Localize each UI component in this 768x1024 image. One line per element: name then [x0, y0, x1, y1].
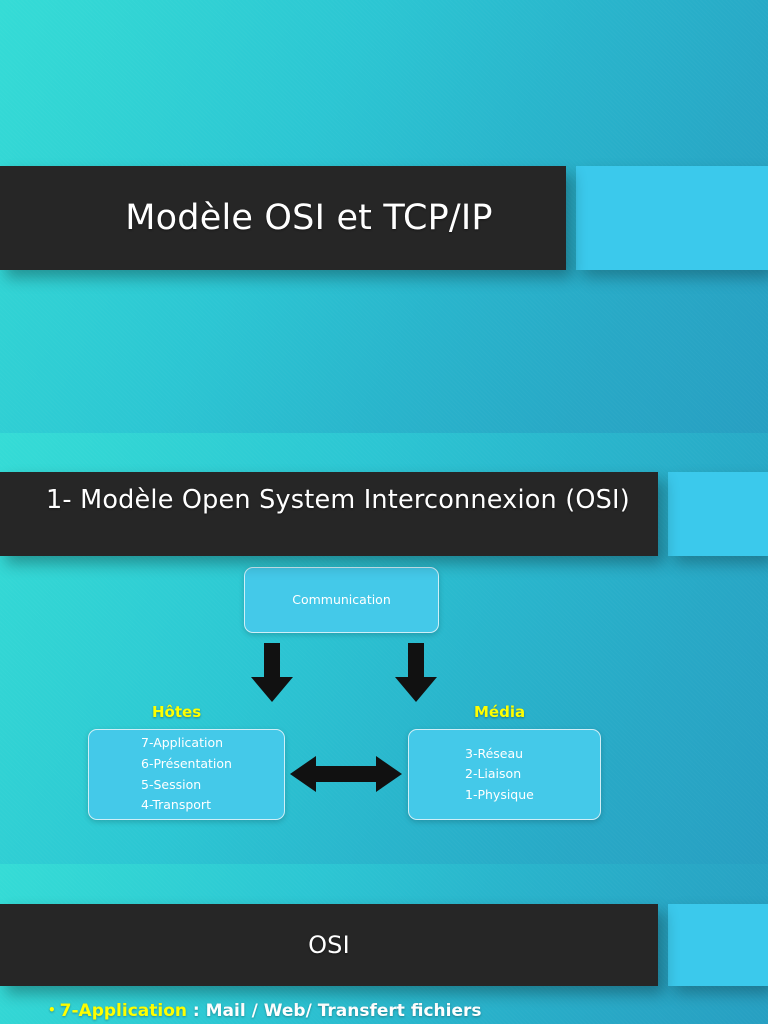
slide-title: Modèle OSI et TCP/IP: [0, 0, 768, 433]
osi-heading-banner: OSI: [0, 904, 658, 986]
bullet-description: : Mail / Web/ Transfert fichiers: [187, 1001, 482, 1021]
accent-block-1: [576, 166, 768, 270]
list-item: •7-Application : Mail / Web/ Transfert f…: [48, 1001, 482, 1021]
arrow-down-icon: [251, 643, 293, 702]
layer-item: 1-Physique: [465, 786, 534, 802]
layer-item: 2-Liaison: [465, 766, 522, 782]
layer-item: 7-Application: [141, 735, 224, 751]
node-communication-label: Communication: [292, 591, 391, 607]
layer-item: 3-Réseau: [465, 745, 524, 761]
node-communication: Communication: [244, 567, 439, 633]
layer-item: 6-Présentation: [141, 755, 232, 771]
node-hotes-layers: 7-Application 6-Présentation 5-Session 4…: [88, 729, 285, 820]
osi-heading: OSI: [308, 931, 350, 959]
group-label-hotes: Hôtes: [152, 703, 202, 721]
arrow-down-icon: [395, 643, 437, 702]
accent-block-3: [668, 904, 768, 986]
page-title: Modèle OSI et TCP/IP: [125, 198, 493, 238]
slide-osi-model: 1- Modèle Open System Interconnexion (OS…: [0, 433, 768, 864]
node-media-layers: 3-Réseau 2-Liaison 1-Physique: [408, 729, 601, 820]
layer-item: 5-Session: [141, 776, 202, 792]
osi-diagram: Communication Hôtes Média 7-Application …: [0, 553, 768, 864]
title-banner: Modèle OSI et TCP/IP: [0, 166, 566, 270]
bullet-term: 7-Application: [59, 1001, 187, 1021]
section-heading-banner: 1- Modèle Open System Interconnexion (OS…: [0, 472, 658, 556]
section-heading: 1- Modèle Open System Interconnexion (OS…: [46, 485, 630, 515]
group-label-media: Média: [474, 703, 526, 721]
accent-block-2: [668, 472, 768, 556]
bullet-icon: •: [48, 1003, 56, 1017]
layer-item: 4-Transport: [141, 797, 211, 813]
arrow-bidirectional-icon: [290, 756, 402, 792]
slide-osi-layers: OSI •7-Application : Mail / Web/ Transfe…: [0, 864, 768, 1024]
